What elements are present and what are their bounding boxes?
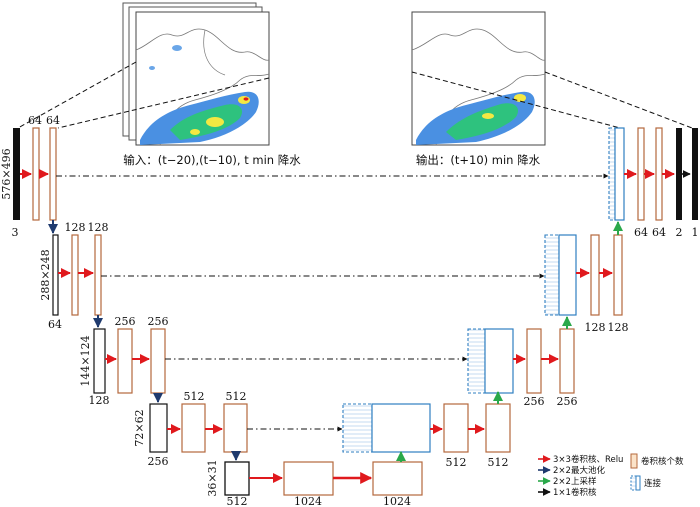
legend-up-label: 2×2上采样 (553, 476, 597, 487)
output-callout-line (411, 71, 621, 129)
concat-block (608, 127, 616, 221)
conv-block (526, 328, 542, 394)
level2-c1-label: 128 (65, 221, 86, 234)
concat-block (342, 403, 373, 453)
level3-in-channels: 128 (89, 394, 110, 407)
level2-c2-label: 128 (88, 221, 109, 234)
conv-block (590, 234, 600, 316)
legend-kernels-label: 卷积核个数 (641, 456, 684, 467)
conv-block (181, 403, 206, 453)
conv-block (559, 328, 575, 394)
level2-dec1-label: 128 (585, 321, 606, 334)
level5-c2-label: 1024 (383, 495, 411, 507)
concat-block (484, 328, 514, 394)
pooled-block (52, 234, 59, 316)
output-channels-label: 2 (676, 226, 683, 239)
conv-block (71, 234, 79, 316)
pooled-block (149, 403, 168, 453)
level4-c1-label: 512 (184, 390, 205, 403)
level-3: 144×124 128 256 256 256 256 (79, 315, 578, 408)
level4-dec2-label: 512 (488, 456, 509, 469)
input-layer-block (13, 128, 20, 220)
conv-block (372, 461, 423, 496)
output-1-block (692, 128, 698, 220)
level5-in-channels: 512 (227, 495, 248, 507)
level-4: 72×62 256 512 512 512 512 (133, 390, 511, 469)
conv-block (117, 328, 133, 394)
conv-block (485, 403, 511, 453)
level1-c2-label: 64 (46, 114, 60, 127)
level2-dim-label: 288×248 (39, 249, 52, 300)
legend-concat-label: 连接 (644, 478, 662, 489)
concat-block (558, 234, 577, 316)
input-caption: 输入：(t−20),(t−10), t min 降水 (123, 153, 301, 167)
level2-in-channels: 64 (48, 318, 62, 331)
pooled-block (93, 328, 106, 394)
level1-c1-label: 64 (28, 114, 42, 127)
level4-c2-label: 512 (226, 390, 247, 403)
conv-block (150, 328, 166, 394)
level5-dim-label: 36×31 (206, 459, 219, 496)
level3-c2-label: 256 (148, 315, 169, 328)
level3-dec2-label: 256 (557, 395, 578, 408)
level-2: 288×248 64 128 128 128 128 (39, 220, 629, 334)
conv-block (655, 127, 663, 221)
level4-dec1-label: 512 (446, 456, 467, 469)
legend-concat-block (635, 475, 641, 491)
concat-block (544, 234, 560, 316)
level4-in-channels: 256 (148, 455, 169, 468)
conv-block (443, 403, 469, 453)
conv-block (613, 234, 623, 316)
pooled-block (224, 461, 250, 496)
level2-dec2-label: 128 (608, 321, 629, 334)
level1-dec1-label: 64 (634, 226, 648, 239)
input-callout-line-2 (57, 77, 270, 129)
level5-c1-label: 1024 (294, 495, 322, 507)
input-map-front (135, 11, 270, 146)
input-callout-line (17, 61, 137, 129)
conv-block (283, 461, 334, 496)
concat-block (467, 328, 486, 394)
level1-dec2-label: 64 (652, 226, 666, 239)
input-radar-maps (122, 2, 270, 146)
level-1: 576×496 3 64 64 64 64 2 1 (0, 114, 699, 239)
output-2-block (676, 128, 682, 220)
level3-dec1-label: 256 (524, 395, 545, 408)
conv-block (94, 234, 102, 316)
legend-conv-block (630, 453, 638, 469)
final-channels-label: 1 (692, 226, 699, 239)
level1-dim-label: 576×496 (0, 148, 13, 199)
concat-block (614, 127, 625, 221)
level1-in-channels: 3 (12, 226, 19, 239)
level3-dim-label: 144×124 (79, 335, 92, 386)
conv-block (637, 127, 645, 221)
concat-block (371, 403, 431, 453)
level3-c1-label: 256 (115, 315, 136, 328)
output-callout-line-2 (544, 71, 693, 129)
legend-final-label: 1×1卷积核 (553, 487, 597, 498)
conv-block (32, 127, 40, 221)
legend-concat-block-dashed (630, 475, 637, 491)
conv-block (49, 127, 57, 221)
legend-pool-label: 2×2最大池化 (553, 465, 605, 476)
legend-conv-label: 3×3卷积核、Relu (553, 454, 623, 465)
output-caption: 输出：(t+10) min 降水 (416, 153, 541, 167)
output-radar-map (411, 11, 546, 146)
legend: 3×3卷积核、Relu 2×2最大池化 2×2上采样 1×1卷积核 卷积核个数 … (538, 453, 684, 498)
level4-dim-label: 72×62 (133, 409, 146, 446)
level-5: 36×31 512 1024 1024 (206, 451, 423, 507)
conv-block (223, 403, 248, 453)
